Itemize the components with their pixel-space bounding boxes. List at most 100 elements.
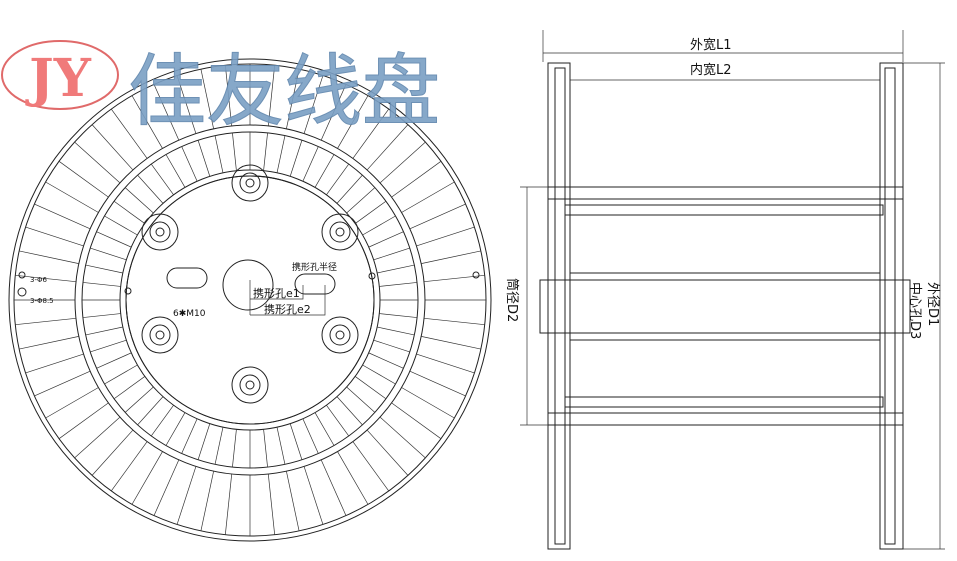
spoke (366, 124, 409, 171)
spoke (74, 141, 121, 184)
spoke (326, 404, 350, 437)
spoke (214, 135, 224, 173)
bolt-hole (245, 178, 255, 188)
side-view: 外宽L1 内宽L2 筒径D2 中心孔D3 外径D1 (504, 30, 945, 550)
spoke (424, 317, 485, 326)
bolt-hole (329, 324, 351, 346)
spoke (320, 459, 347, 516)
bolt-hole (239, 172, 261, 194)
bolt-hole (155, 330, 165, 340)
label-outer-width: 外宽L1 (690, 37, 732, 53)
spoke (181, 418, 198, 454)
spoke (96, 352, 132, 369)
spoke (200, 471, 214, 531)
spoke (197, 140, 211, 177)
bolt-hole (149, 221, 171, 243)
small-hole-right (472, 271, 480, 279)
brand-title: 佳友线盘 (128, 47, 440, 137)
spoke (263, 429, 268, 468)
spoke (25, 353, 84, 374)
spoke (82, 313, 121, 318)
spoke (263, 132, 268, 171)
spoke (276, 135, 286, 173)
spoke (58, 160, 109, 198)
hub-plate-edge (125, 175, 375, 425)
spoke (58, 402, 109, 440)
hole-ring-left (124, 287, 132, 295)
spoke (181, 146, 198, 182)
dim-e1-line (250, 285, 304, 300)
spoke (85, 326, 123, 336)
spoke (326, 163, 350, 196)
label-outer-dia: 外径D1 (925, 282, 940, 326)
spoke (336, 396, 363, 426)
spoke (34, 203, 91, 230)
label-hole-small: 3-Φ6 (30, 276, 47, 284)
spoke (85, 264, 123, 274)
spoke (224, 65, 233, 126)
spoke (90, 247, 127, 261)
bolt-holes (141, 164, 359, 404)
spoke (416, 226, 475, 247)
spoke (165, 154, 186, 188)
left-flange-inner (554, 67, 566, 545)
spoke (401, 181, 455, 213)
spoke (401, 387, 455, 419)
label-center-hole: 中心孔D3 (907, 282, 922, 339)
spoke (391, 160, 442, 198)
spoke (45, 181, 99, 213)
spoke (96, 231, 132, 248)
spoke (379, 313, 418, 318)
spoke (303, 75, 324, 134)
spoke (104, 364, 138, 385)
label-handle-e1: 携形孔e1 (253, 286, 300, 300)
bolt-hole (155, 227, 165, 237)
spoke (25, 226, 84, 247)
bolt-hole (321, 213, 359, 251)
spoke (409, 370, 466, 397)
spoke (286, 471, 300, 531)
spoke (90, 339, 127, 353)
front-view: 3-Φ6 3-Φ8.5 6✱M10 携形孔半径 携形孔e1 携形孔e2 (8, 58, 492, 542)
spoke (352, 441, 390, 492)
spoke (104, 215, 138, 236)
spoke (379, 141, 426, 184)
label-bolt: 6✱M10 (173, 309, 206, 319)
hole-ring (368, 272, 376, 280)
spoke (373, 247, 410, 261)
slot-hole-right (294, 273, 336, 295)
barrel-bottom-inner (564, 396, 884, 408)
spoke (165, 412, 186, 446)
label-handle-e2: 携形孔e2 (264, 302, 311, 316)
spoke (137, 174, 164, 204)
spoke (34, 370, 91, 397)
spoke (354, 376, 387, 400)
barrel-bottom-wall (547, 412, 904, 426)
spoke (131, 95, 163, 149)
bolt-hole (245, 380, 255, 390)
spoke (91, 124, 134, 171)
spoke (289, 423, 303, 460)
spoke (379, 416, 426, 459)
spoke (337, 451, 369, 505)
spoke (421, 336, 481, 350)
spoke (337, 95, 369, 149)
spoke (366, 429, 409, 476)
bolt-hole (329, 221, 351, 243)
large-hole (17, 287, 27, 297)
center-hub-right (879, 279, 911, 334)
spoke (416, 353, 475, 374)
spoke (424, 274, 485, 283)
label-hole-large: 3-Φ8.5 (30, 297, 54, 305)
spoke (124, 187, 154, 214)
spoke (110, 108, 148, 159)
spoke (362, 215, 396, 236)
bolt-hole (335, 330, 345, 340)
spoke (409, 203, 466, 230)
label-inner-width: 内宽L2 (690, 62, 732, 78)
spoke (289, 140, 303, 177)
outer-rim (8, 58, 492, 542)
spoke (113, 200, 146, 224)
spoke (314, 154, 335, 188)
bolt-hole (149, 324, 171, 346)
